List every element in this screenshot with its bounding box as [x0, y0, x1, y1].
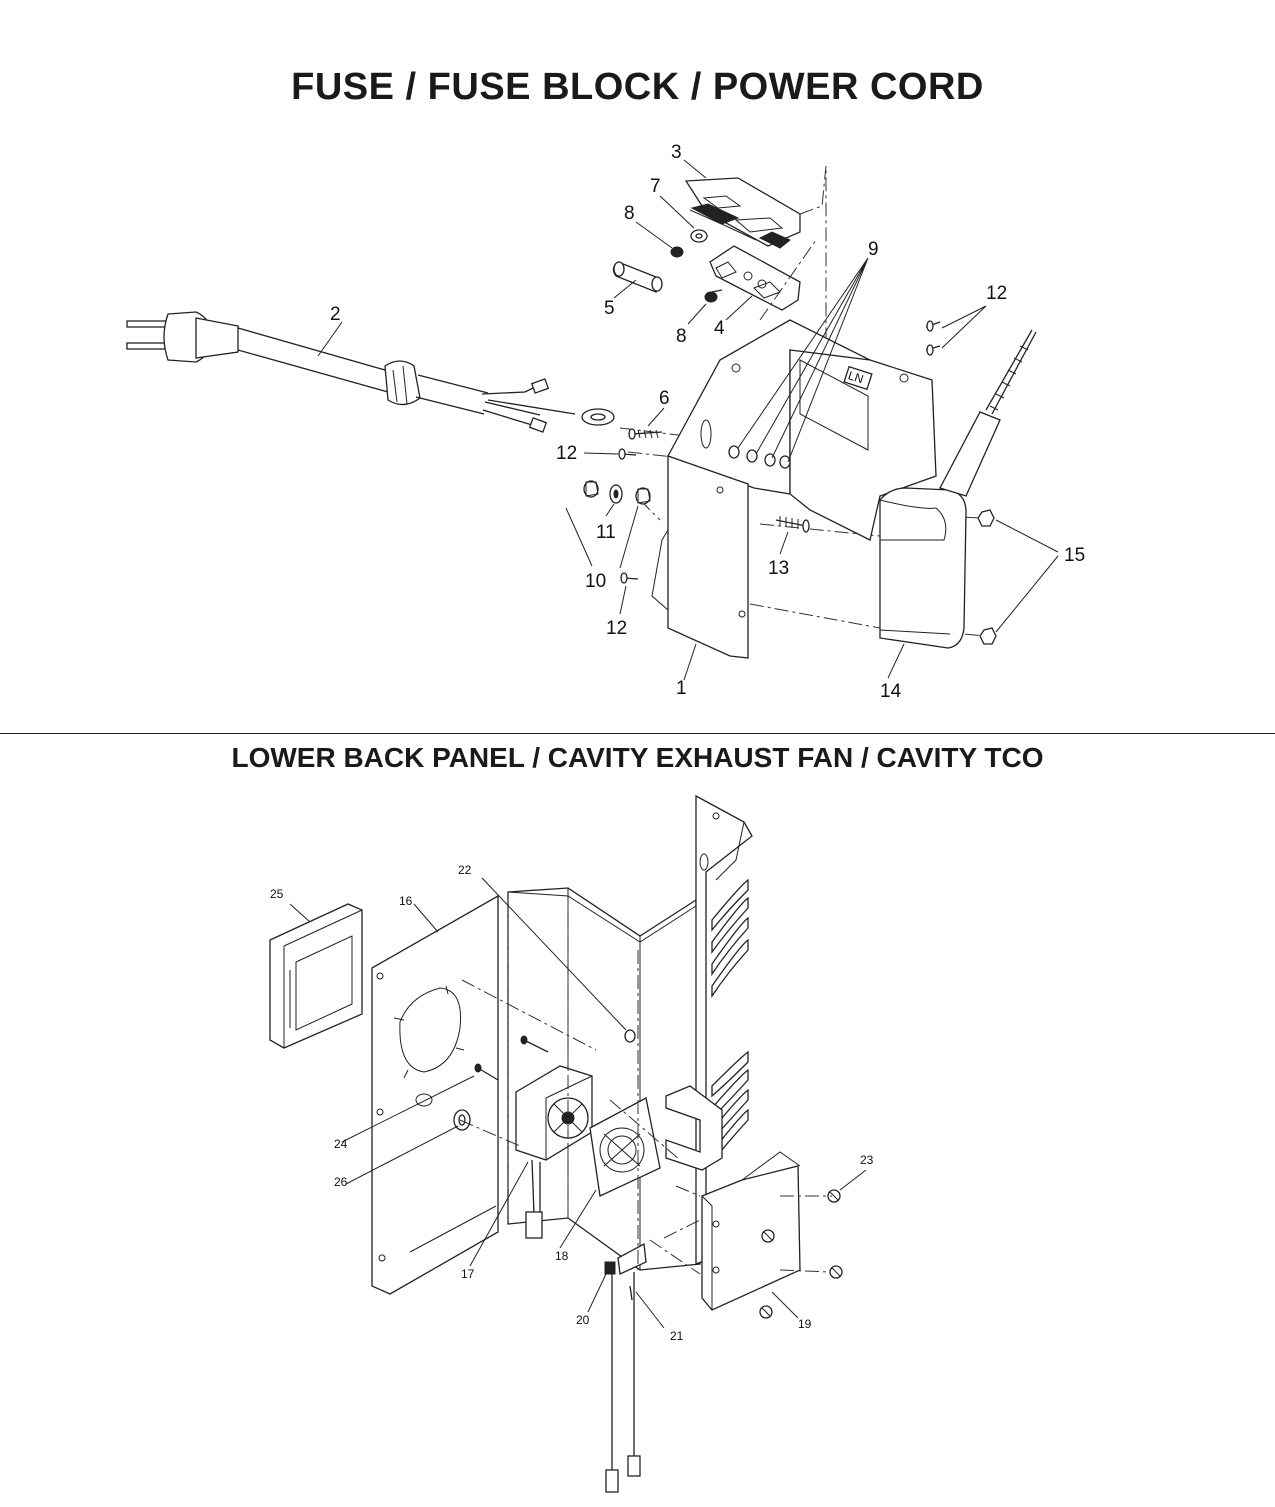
- screw-13-icon: [775, 516, 810, 533]
- callout-21: 21: [670, 1329, 684, 1343]
- panel-screw-22-icon: [624, 1029, 636, 1043]
- callout-3: 3: [671, 142, 682, 163]
- callout-10: 10: [585, 571, 606, 592]
- callout-5: 5: [604, 298, 615, 319]
- nut-icon: [583, 480, 651, 505]
- fan-screw-icon: [474, 1035, 549, 1081]
- lock-washer-icon: [609, 484, 623, 504]
- callout-15: 15: [1064, 545, 1085, 566]
- screw-6-icon: [628, 428, 663, 440]
- callout-25: 25: [270, 887, 284, 901]
- screw-12-icon: [618, 320, 941, 584]
- callout-18: 18: [555, 1249, 569, 1263]
- callout-16: 16: [399, 894, 413, 908]
- callout-17: 17: [461, 1267, 475, 1281]
- section-divider: [0, 733, 1275, 734]
- fan-washer-icon: [453, 1109, 471, 1131]
- callout-8-lower: 8: [676, 326, 687, 347]
- callout-9: 9: [868, 239, 879, 260]
- gasket-frame-icon: [269, 903, 363, 1049]
- fan-guard-icon: [589, 1097, 661, 1197]
- callout-12-right: 12: [986, 283, 1007, 304]
- mounting-bracket-icon: [651, 319, 937, 659]
- exhaust-cover-icon: [701, 1151, 801, 1311]
- diagram-title-lower-back-panel: LOWER BACK PANEL / CAVITY EXHAUST FAN / …: [231, 742, 1044, 773]
- nut-15-icon: [977, 509, 997, 645]
- power-cord-assembly: [126, 311, 615, 433]
- callout-8-upper: 8: [624, 203, 635, 224]
- fuse-block-icon: [709, 245, 801, 311]
- screw-icon: [670, 246, 723, 303]
- callout-4: 4: [714, 318, 725, 339]
- callout-13: 13: [768, 558, 789, 579]
- fuse-block-cover-icon: [684, 177, 801, 249]
- callout-24: 24: [334, 1137, 348, 1151]
- power-plug-icon: [126, 311, 239, 363]
- panel-marking-ln: LN: [846, 368, 865, 386]
- cover-screw-icon: [759, 1189, 843, 1319]
- tco-bracket-icon: [665, 1085, 723, 1171]
- leader-lines-top: [317, 159, 1059, 681]
- terminal-cover-icon: [879, 329, 1037, 649]
- callout-12-bottom: 12: [606, 618, 627, 639]
- callout-26: 26: [334, 1175, 348, 1189]
- callout-6: 6: [659, 388, 670, 409]
- grommet-icon: [728, 445, 791, 469]
- callout-19: 19: [798, 1317, 812, 1331]
- washer-icon: [690, 229, 708, 243]
- callout-23: 23: [860, 1153, 874, 1167]
- callout-1: 1: [676, 678, 687, 699]
- callout-20: 20: [576, 1313, 590, 1327]
- leader-lines-bottom: [289, 877, 867, 1329]
- strain-relief-icon: [384, 360, 421, 406]
- callout-12-left: 12: [556, 443, 577, 464]
- callout-22: 22: [458, 863, 472, 877]
- fuse-icon: [612, 261, 663, 293]
- callout-11: 11: [596, 522, 616, 543]
- thermal-cutoff-icon: [604, 1242, 647, 1493]
- callout-2: 2: [330, 304, 341, 325]
- louvers-upper-icon: [711, 878, 749, 999]
- callout-14: 14: [880, 681, 902, 702]
- diagram-title-fuse-power-cord: FUSE / FUSE BLOCK / POWER CORD: [291, 66, 984, 108]
- callout-7: 7: [650, 176, 661, 197]
